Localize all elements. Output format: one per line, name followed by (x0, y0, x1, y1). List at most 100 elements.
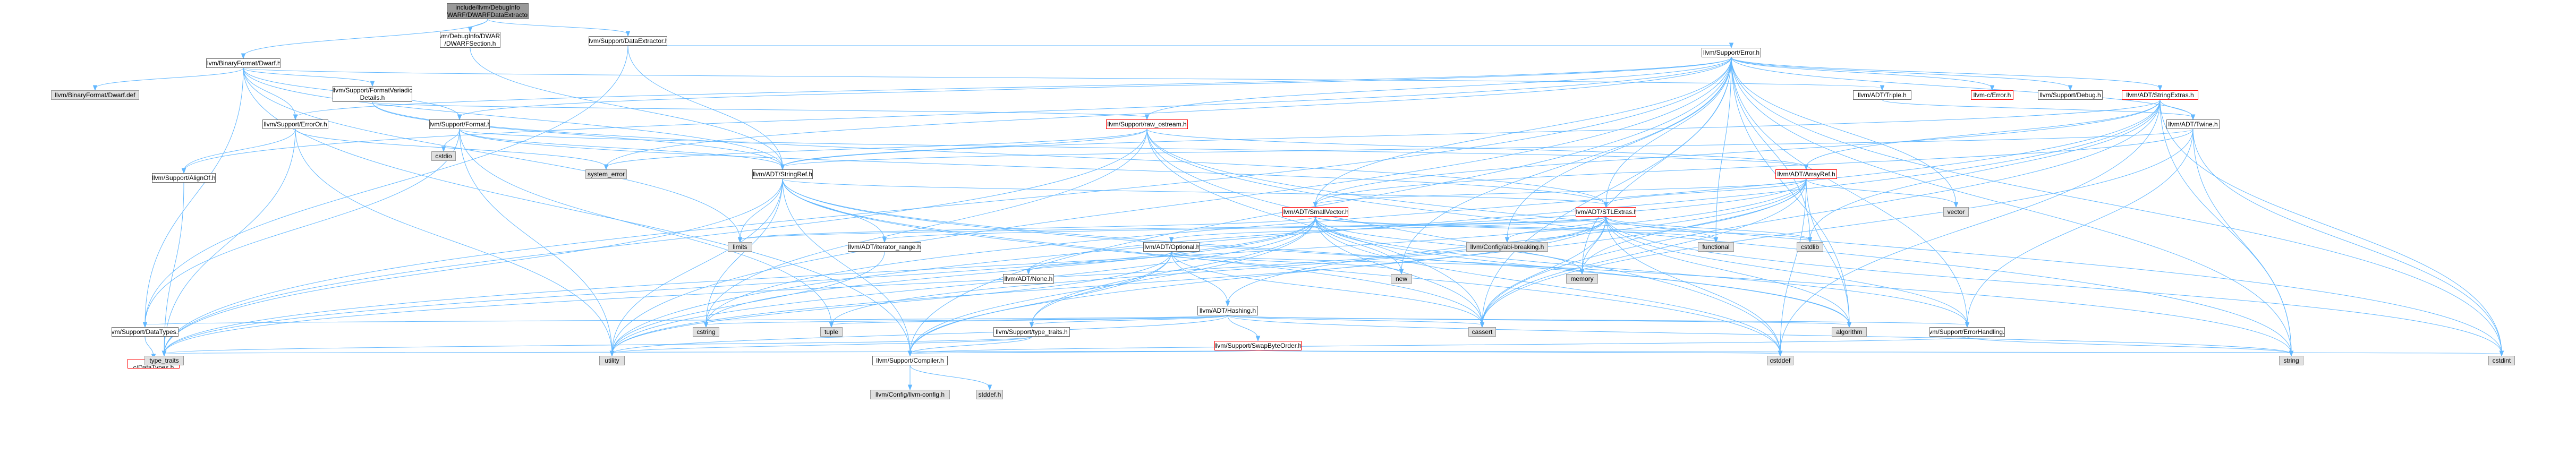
node-triple[interactable]: llvm/ADT/Triple.h (1853, 90, 1911, 100)
edge-array_ref-to-small_vector (1315, 178, 1807, 205)
edge-type_traits_h-to-compiler (909, 336, 1032, 354)
node-vector[interactable]: vector (1943, 207, 1969, 217)
edge-string_ref-to-algorithm (782, 178, 1850, 326)
edge-arrowhead (2289, 350, 2294, 357)
node-format[interactable]: llvm/Support/Format.h (429, 119, 490, 129)
node-algorithm[interactable]: algorithm (1832, 327, 1867, 337)
node-hashing[interactable]: llvm/ADT/Hashing.h (1197, 306, 1258, 315)
node-cstdlib[interactable]: cstdlib (1797, 242, 1823, 252)
node-errorhandling[interactable]: llvm/Support/ErrorHandling.h (1929, 327, 2005, 337)
node-support-error[interactable]: llvm/Support/Error.h (1702, 48, 1761, 57)
edge-binaryformat_dwarf-to-adt_triple (243, 67, 1883, 89)
edge-error_handling-to-compiler (909, 336, 1968, 354)
edge-string_extras-to-cassert (1482, 99, 2161, 326)
edge-support_error-to-support_debug (1731, 57, 2071, 89)
edge-array_ref-to-adt_hashing (1227, 178, 1807, 304)
edge-arrowhead (2499, 350, 2504, 357)
node-cstring[interactable]: cstring (693, 327, 719, 337)
edge-arrowhead (1144, 114, 1150, 121)
node-limits[interactable]: limits (728, 242, 752, 252)
node-iterator-range[interactable]: llvm/ADT/iterator_range.h (848, 242, 921, 252)
edge-string_ref-to-utility (611, 178, 783, 354)
node-stlextras[interactable]: llvm/ADT/STLExtras.h (1576, 207, 1636, 217)
node-abi-breaking[interactable]: llvm/Config/abi-breaking.h (1466, 242, 1548, 252)
edge-arrowhead (241, 53, 246, 59)
node-dwarfsection[interactable]: llvm/DebugInfo/DWARF /DWARFSection.h (440, 32, 500, 48)
edge-string_ref-to-limits (739, 178, 783, 241)
edge-adt_optional-to-utility (611, 251, 1172, 354)
node-formatvariadic-details[interactable]: llvm/Support/FormatVariadic Details.h (333, 86, 412, 102)
edge-adt_optional-to-compiler (909, 251, 1172, 354)
node-dwarf-def[interactable]: llvm/BinaryFormat/Dwarf.def (51, 90, 139, 100)
edge-support_error-to-type_traits (164, 57, 1732, 354)
node-functional[interactable]: functional (1698, 242, 1734, 252)
edge-arrowhead (370, 81, 375, 87)
edge-arrowhead (1807, 237, 1813, 243)
node-stringref[interactable]: llvm/ADT/StringRef.h (752, 169, 813, 179)
node-new[interactable]: new (1391, 274, 1412, 284)
edge-small_vector-to-error_handling (1315, 216, 1968, 326)
node-llvm-config[interactable]: llvm/Config/llvm-config.h (870, 390, 950, 399)
edge-stl_extras-to-abi_breaking (1507, 216, 1606, 241)
node-type-traits[interactable]: type_traits (144, 356, 184, 365)
node-compiler[interactable]: llvm/Support/Compiler.h (872, 356, 948, 365)
edge-string_ref-to-stl_extras (782, 178, 1606, 205)
edge-stl_extras-to-memory (1582, 216, 1606, 272)
edge-support_error-to-align_of (183, 57, 1732, 172)
node-root-dwarfdataextractor[interactable]: include/llvm/DebugInfo /DWARF/DWARFDataE… (447, 3, 529, 19)
edge-array_ref-to-cstddef (1780, 178, 1807, 354)
node-binaryformat-dwarf[interactable]: llvm/BinaryFormat/Dwarf.h (206, 58, 280, 68)
node-optional[interactable]: llvm/ADT/Optional.h (1143, 242, 1200, 252)
node-smallvector[interactable]: llvm/ADT/SmallVector.h (1282, 207, 1348, 217)
node-cassert[interactable]: cassert (1468, 327, 1496, 337)
node-cstddef[interactable]: cstddef (1767, 356, 1793, 365)
node-memory[interactable]: memory (1566, 274, 1598, 284)
node-stddef[interactable]: stddef.h (976, 390, 1003, 399)
edge-root-to-data_extractor (487, 19, 628, 35)
node-support-type-traits[interactable]: llvm/Support/type_traits.h (993, 327, 1070, 337)
edge-string_extras-to-cstddef (1780, 99, 2161, 354)
node-alignof[interactable]: llvm/Support/AlignOf.h (152, 173, 216, 183)
edge-adt_hashing-to-swap_byte_order (1227, 315, 1259, 339)
edge-swap_byte_order-to-cstdint (1257, 350, 2502, 354)
edge-adt_optional-to-type_traits_h (1031, 251, 1172, 326)
edge-adt_twine-to-cassert (1482, 129, 2194, 326)
node-erroror[interactable]: llvm/Support/ErrorOr.h (262, 119, 328, 129)
edge-arrowhead (1778, 350, 1783, 357)
edge-arrowhead (1579, 269, 1585, 275)
edge-support_error-to-new (1401, 57, 1732, 272)
edge-support_format-to-array_ref (459, 129, 1807, 168)
edge-stl_extras-to-adt_optional (1171, 216, 1606, 241)
edge-arrowhead (1225, 301, 1230, 307)
node-cstdio[interactable]: cstdio (431, 151, 456, 161)
edge-arrowhead (1169, 237, 1174, 243)
node-system-error[interactable]: system_error (585, 169, 627, 179)
edge-arrowhead (1729, 42, 1734, 49)
node-c-error[interactable]: llvm-c/Error.h (1971, 90, 2013, 100)
node-stringextras[interactable]: llvm/ADT/StringExtras.h (2122, 90, 2198, 100)
edge-support_error-to-string_extras (1731, 57, 2161, 89)
edge-string_ref-to-iterator_range (782, 178, 885, 241)
edge-arrowhead (1026, 269, 1031, 275)
edge-type_traits_h-to-utility (611, 336, 1032, 354)
edge-raw_ostream-to-cstddef (1146, 129, 1781, 354)
edge-arrowhead (1804, 164, 1809, 170)
node-cstdint[interactable]: cstdint (2488, 356, 2515, 365)
edge-support_erroror-to-type_traits (164, 129, 296, 354)
node-dataextractor[interactable]: llvm/Support/DataExtractor.h (589, 36, 667, 46)
edge-stl_extras-to-error_handling (1605, 216, 1968, 326)
edge-dwarf_section-to-string_ref (470, 47, 783, 168)
node-arrayref[interactable]: llvm/ADT/ArrayRef.h (1775, 169, 1837, 179)
edge-array_ref-to-cassert (1482, 178, 1807, 326)
node-swapbyteorder[interactable]: llvm/Support/SwapByteOrder.h (1214, 341, 1302, 350)
node-tuple[interactable]: tuple (820, 327, 843, 337)
node-datatypes[interactable]: llvm/Support/DataTypes.h (112, 327, 178, 337)
node-debug[interactable]: llvm/Support/Debug.h (2038, 90, 2103, 100)
node-none[interactable]: llvm/ADT/None.h (1003, 274, 1054, 284)
edge-small_vector-to-utility (611, 216, 1316, 354)
node-string[interactable]: string (2279, 356, 2303, 365)
edge-arrowhead (2157, 85, 2163, 91)
node-raw-ostream[interactable]: llvm/Support/raw_ostream.h (1106, 119, 1188, 129)
node-twine[interactable]: llvm/ADT/Twine.h (2166, 119, 2220, 129)
node-utility[interactable]: utility (599, 356, 625, 365)
